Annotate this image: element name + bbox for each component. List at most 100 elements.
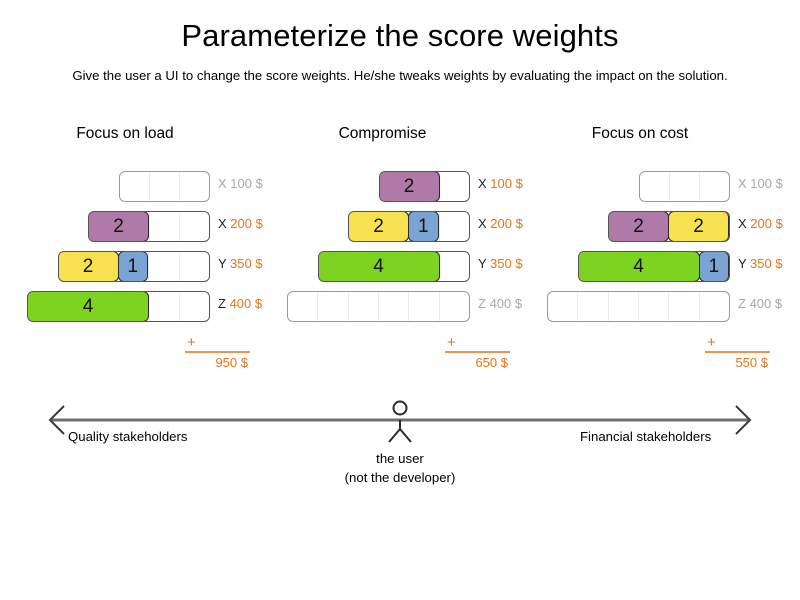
- row-amount: 200 $: [226, 216, 263, 231]
- row-label: X 200 $: [738, 216, 783, 231]
- row-amount: 400 $: [225, 296, 263, 311]
- row-letter: X: [738, 216, 747, 231]
- total-rule: [445, 351, 510, 353]
- weight-segment-blue[interactable]: 1: [698, 252, 729, 281]
- row-letter: Y: [738, 256, 747, 271]
- weight-segment-green[interactable]: 4: [318, 252, 440, 281]
- row-amount: 200 $: [486, 216, 523, 231]
- axis-arrow-icon: [48, 400, 752, 443]
- axis-label-quality: Quality stakeholders: [68, 429, 188, 444]
- weight-slider-track[interactable]: 4: [27, 291, 210, 322]
- row-label: Z 400 $: [478, 296, 522, 311]
- row-letter: Z: [218, 296, 226, 311]
- weight-slider-track[interactable]: [118, 171, 210, 202]
- total-value: 550 $: [735, 355, 768, 370]
- weight-row: 4 Z 400 $: [25, 287, 280, 327]
- row-amount: 400 $: [745, 296, 783, 311]
- weight-segment-yellow[interactable]: 2: [58, 252, 119, 281]
- plus-sign: +: [187, 334, 196, 351]
- weight-segment-purple[interactable]: 2: [89, 212, 149, 241]
- row-label: X 200 $: [218, 216, 263, 231]
- row-letter: Y: [478, 256, 487, 271]
- row-label: Y 350 $: [478, 256, 523, 271]
- weight-row: 4 Y 350 $: [280, 247, 535, 287]
- weight-row: X 100 $: [535, 167, 800, 207]
- weight-segment-purple[interactable]: 2: [609, 212, 669, 241]
- row-letter: X: [218, 216, 227, 231]
- column-total: +650 $: [445, 334, 510, 370]
- axis-label-financial: Financial stakeholders: [580, 429, 712, 444]
- row-letter: X: [478, 216, 487, 231]
- row-letter: X: [738, 176, 747, 191]
- weight-slider-track[interactable]: [638, 171, 730, 202]
- row-label: X 100 $: [738, 176, 783, 191]
- track-ticks: [548, 292, 729, 321]
- row-letter: X: [478, 176, 487, 191]
- weight-row: 2 X 200 $: [25, 207, 280, 247]
- row-label: X 200 $: [478, 216, 523, 231]
- plus-sign: +: [447, 334, 456, 351]
- weight-row: X 100 $: [25, 167, 280, 207]
- weight-slider-track[interactable]: 4: [317, 251, 470, 282]
- track-ticks: [120, 172, 210, 201]
- row-letter: Z: [478, 296, 486, 311]
- row-letter: X: [218, 176, 227, 191]
- row-amount: 350 $: [226, 256, 263, 271]
- total-rule: [185, 351, 250, 353]
- weight-row: Z 400 $: [535, 287, 800, 327]
- page-title: Parameterize the score weights: [181, 18, 619, 53]
- weight-segment-yellow[interactable]: 2: [349, 212, 409, 241]
- weight-segment-blue[interactable]: 1: [117, 252, 148, 281]
- weight-slider-track[interactable]: 2: [88, 211, 210, 242]
- plus-sign: +: [707, 334, 716, 351]
- total-value: 650 $: [475, 355, 508, 370]
- scenario-title: Compromise: [338, 125, 427, 142]
- total-rule: [705, 351, 770, 353]
- row-letter: Z: [738, 296, 746, 311]
- column-total: +550 $: [705, 334, 770, 370]
- weight-slider-track[interactable]: [547, 291, 730, 322]
- weight-segment-blue[interactable]: 1: [408, 212, 439, 241]
- row-amount: 350 $: [746, 256, 783, 271]
- weight-row: Z 400 $: [280, 287, 535, 327]
- row-label: Y 350 $: [218, 256, 263, 271]
- row-letter: Y: [218, 256, 227, 271]
- total-value: 950 $: [215, 355, 248, 370]
- row-amount: 200 $: [746, 216, 783, 231]
- row-amount: 100 $: [226, 176, 263, 191]
- row-amount: 100 $: [746, 176, 783, 191]
- weight-segment-green[interactable]: 4: [578, 252, 700, 281]
- weight-slider-track[interactable]: [287, 291, 470, 322]
- row-amount: 350 $: [486, 256, 523, 271]
- stick-figure-icon: [388, 400, 412, 443]
- scenario-title: Focus on load: [76, 125, 174, 142]
- user-caption-line1: the user: [376, 451, 424, 466]
- track-ticks: [288, 292, 469, 321]
- scenario-title: Focus on cost: [591, 125, 689, 142]
- weight-segment-green[interactable]: 4: [28, 292, 149, 321]
- stakeholder-axis: Quality stakeholders Financial stakehold…: [0, 398, 800, 518]
- row-label: X 100 $: [218, 176, 263, 191]
- track-ticks: [640, 172, 730, 201]
- weight-segment-purple[interactable]: 2: [379, 172, 440, 201]
- row-label: Z 400 $: [738, 296, 782, 311]
- column-total: +950 $: [185, 334, 250, 370]
- user-caption-line2: (not the developer): [344, 470, 456, 485]
- weight-slider-track[interactable]: 2: [378, 171, 470, 202]
- page-subtitle: Give the user a UI to change the score w…: [72, 68, 728, 83]
- row-amount: 400 $: [485, 296, 523, 311]
- user-caption: the user (not the developer): [0, 449, 800, 487]
- weight-segment-yellow[interactable]: 2: [668, 212, 729, 241]
